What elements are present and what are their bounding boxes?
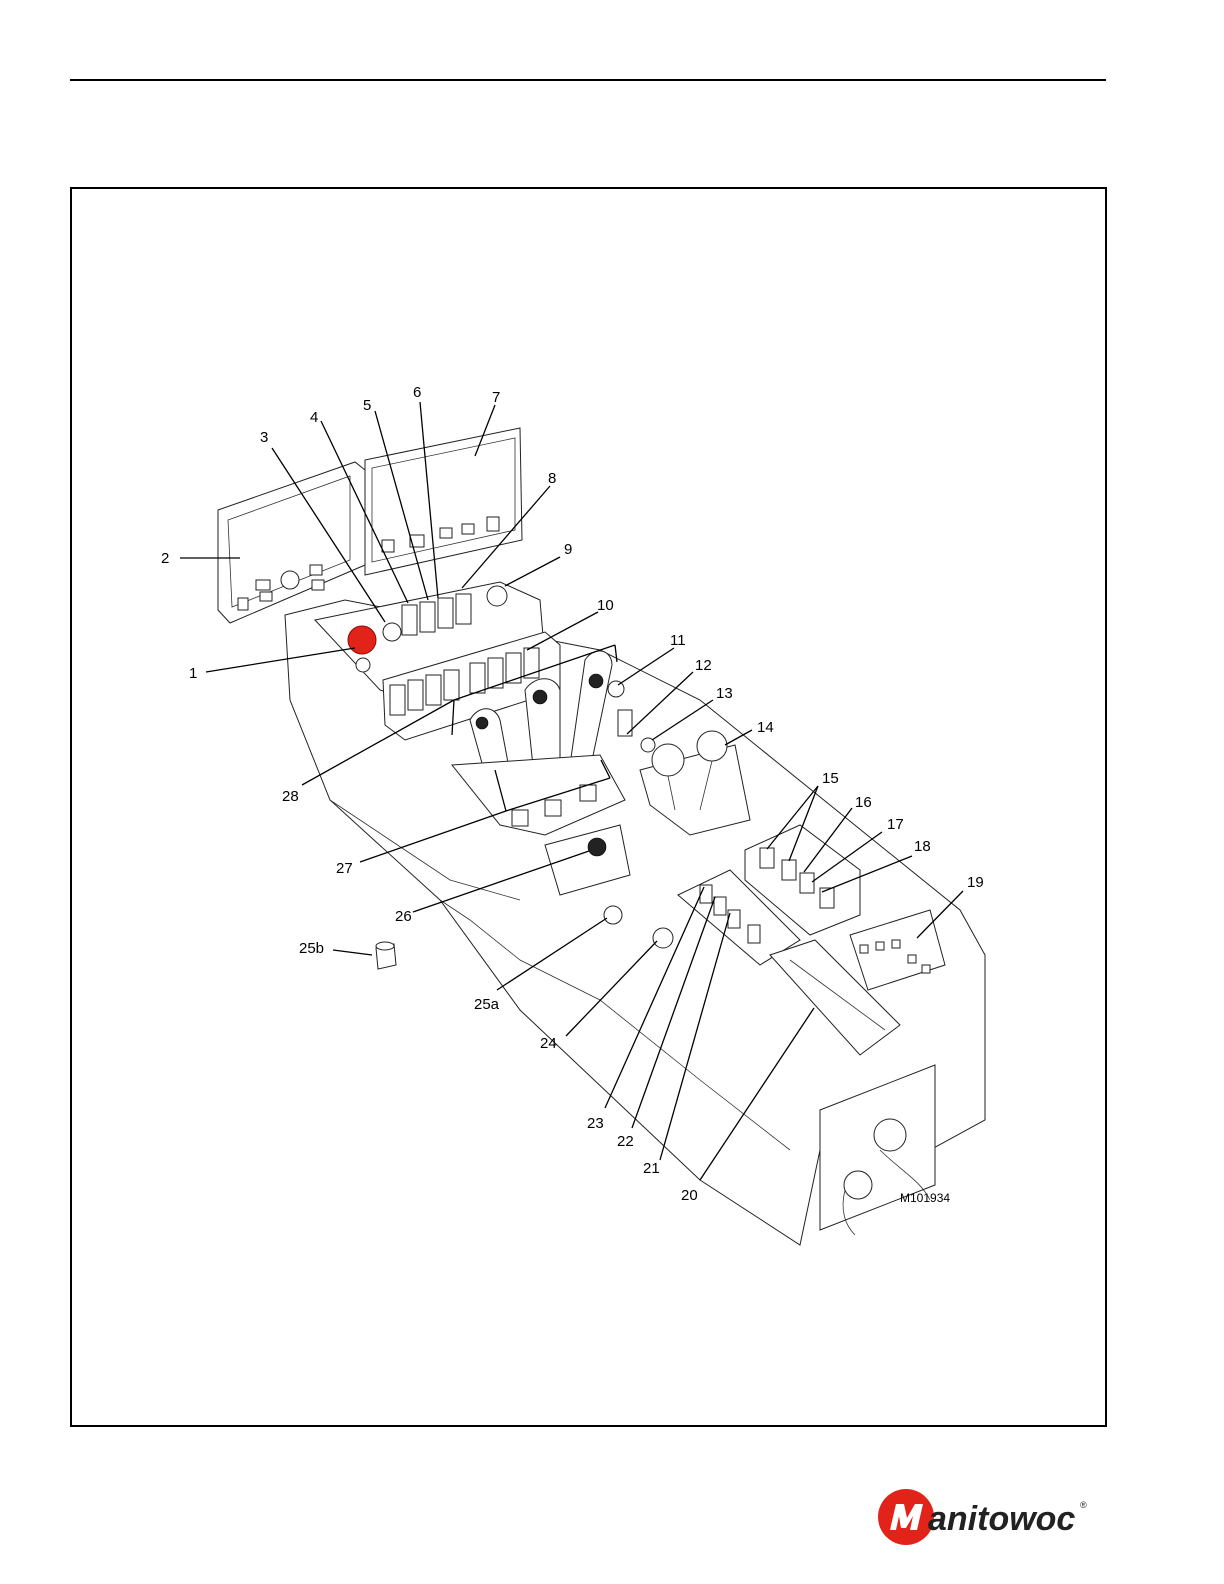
callout-11: 11 [670, 632, 686, 649]
callout-1: 1 [189, 665, 197, 682]
callout-15: 15 [822, 770, 839, 787]
callout-8: 8 [548, 470, 556, 487]
callout-13: 13 [716, 685, 733, 702]
callout-4: 4 [310, 409, 318, 426]
callout-9: 9 [564, 541, 572, 558]
callout-16: 16 [855, 794, 872, 811]
callout-10: 10 [597, 597, 614, 614]
callout-14: 14 [757, 719, 774, 736]
callout-20: 20 [681, 1187, 698, 1204]
callout-12: 12 [695, 657, 712, 674]
svg-text:anitowoc: anitowoc [928, 1500, 1075, 1538]
callout-6: 6 [413, 384, 421, 401]
callout-26: 26 [395, 908, 412, 925]
callout-27: 27 [336, 860, 353, 877]
manitowoc-logo: anitowoc ® [876, 1484, 1096, 1550]
callout-3: 3 [260, 429, 268, 446]
callout-23: 23 [587, 1115, 604, 1132]
callout-25a: 25a [474, 996, 500, 1013]
callout-17: 17 [887, 816, 904, 833]
callout-28: 28 [282, 788, 299, 805]
callout-22: 22 [617, 1133, 634, 1150]
callout-18: 18 [914, 838, 931, 855]
callout-21: 21 [643, 1160, 660, 1177]
callout-7: 7 [492, 389, 500, 406]
callout-24: 24 [540, 1035, 557, 1052]
callout-25b: 25b [299, 940, 324, 957]
figure-id: M101934 [900, 1191, 950, 1205]
registered-mark: ® [1080, 1500, 1087, 1510]
callout-19: 19 [967, 874, 984, 891]
callout-5: 5 [363, 397, 371, 414]
callout-2: 2 [161, 550, 169, 567]
